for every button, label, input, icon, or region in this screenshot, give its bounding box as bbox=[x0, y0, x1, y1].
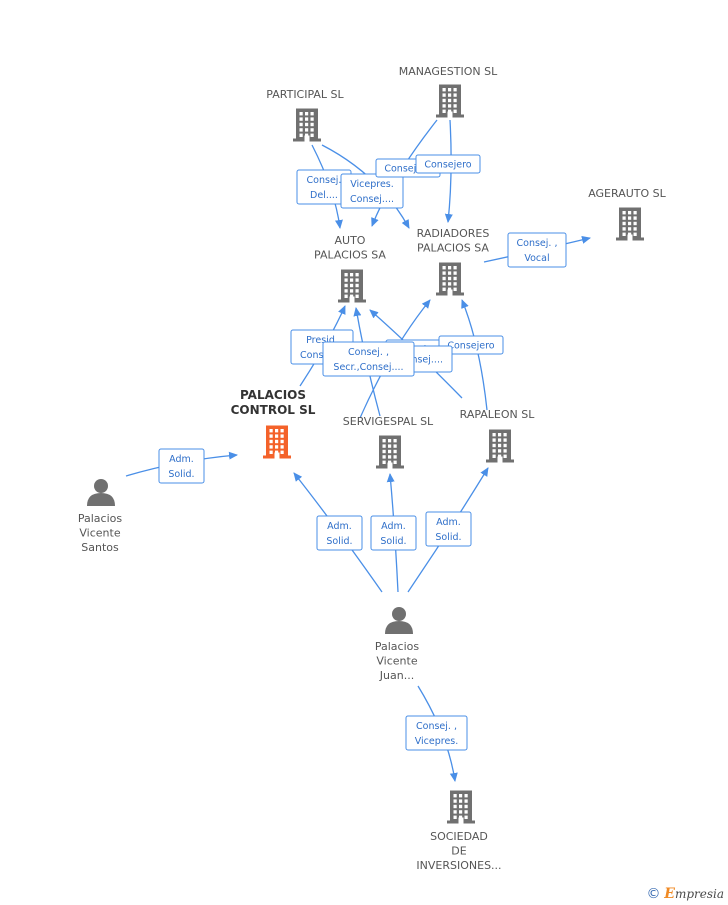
brand-name: mpresia bbox=[674, 887, 724, 901]
edge-label-text: Consej. , bbox=[416, 721, 457, 732]
node-label: Vicente bbox=[376, 655, 417, 668]
e-juan-pcontrol-label[interactable]: Adm. Solid. bbox=[316, 515, 363, 551]
e-juan-servigespal-label[interactable]: Adm. Solid. bbox=[370, 515, 417, 551]
edge-label-text: Presid. bbox=[306, 335, 338, 346]
e-rapaleon-radiadores-label[interactable]: Consejero bbox=[438, 335, 504, 355]
edge-label-text: Adm. bbox=[436, 517, 461, 528]
node-label: Palacios bbox=[375, 640, 420, 653]
edge-label-text: Consej. , bbox=[517, 238, 558, 249]
node-participal[interactable]: PARTICIPAL SL bbox=[266, 88, 345, 142]
node-label: PALACIOS SA bbox=[417, 242, 489, 255]
person-icon bbox=[87, 479, 115, 506]
building-icon bbox=[436, 84, 464, 118]
edge-label-text: Consejero bbox=[424, 160, 471, 171]
node-label: Juan... bbox=[379, 669, 414, 682]
node-label: PARTICIPAL SL bbox=[266, 88, 344, 101]
edge-label-text: Solid. bbox=[168, 469, 194, 480]
node-label: DE bbox=[451, 845, 466, 858]
e-servigespal-auto-label[interactable]: Consej. , Secr.,Consej.... bbox=[322, 341, 415, 377]
node-label: Vicente bbox=[79, 527, 120, 540]
copyright-symbol: © bbox=[646, 886, 661, 902]
node-label: AUTO bbox=[335, 234, 366, 247]
edge-label-text: Consej.... bbox=[399, 355, 443, 366]
node-label: MANAGESTION SL bbox=[399, 65, 498, 78]
edge-label-text: Consejero bbox=[447, 341, 494, 352]
node-servigespal[interactable]: SERVIGESPAL SL bbox=[343, 415, 434, 469]
edge-label-text: Vicepres. bbox=[415, 736, 459, 747]
e-juan-sociedad-label[interactable]: Consej. , Vicepres. bbox=[405, 715, 468, 751]
node-label: PALACIOS bbox=[240, 388, 306, 402]
building-icon bbox=[486, 429, 514, 463]
node-managestion[interactable]: MANAGESTION SL bbox=[399, 65, 498, 118]
edge-label-text: Consej. bbox=[307, 175, 342, 186]
edge-label-text: Consej.... bbox=[350, 194, 394, 205]
building-icon bbox=[293, 108, 321, 142]
building-icon bbox=[436, 262, 464, 296]
e-santos-pcontrol-label[interactable]: Adm. Solid. bbox=[158, 448, 205, 484]
building-icon bbox=[376, 435, 404, 469]
edge-label-text: Vicepres. bbox=[350, 179, 394, 190]
node-label: SERVIGESPAL SL bbox=[343, 415, 434, 428]
edge-labels-layer: Consej. Del.... Vicepres. Consej.... Conseje… bbox=[158, 154, 567, 751]
e-participal-radiadores-label[interactable]: Vicepres. Consej.... bbox=[340, 173, 404, 209]
edge-label-text: Adm. bbox=[381, 521, 406, 532]
node-pv-juan[interactable]: PalaciosVicenteJuan... bbox=[375, 607, 420, 682]
edge-label-text: Solid. bbox=[380, 536, 406, 547]
edge-label-text: Vocal bbox=[524, 253, 549, 264]
node-sociedad[interactable]: SOCIEDAD DEINVERSIONES... bbox=[416, 790, 502, 873]
building-icon bbox=[338, 269, 366, 303]
edge-label-text: Consej. , bbox=[348, 347, 389, 358]
node-label: INVERSIONES... bbox=[416, 859, 501, 872]
person-icon bbox=[385, 607, 413, 634]
e-participal-auto-label[interactable]: Consej. Del.... bbox=[296, 169, 352, 205]
e-radiadores-agerauto-label[interactable]: Consej. , Vocal bbox=[507, 232, 567, 268]
node-label: RAPALEON SL bbox=[460, 408, 536, 421]
building-icon bbox=[616, 207, 644, 241]
node-rapaleon[interactable]: RAPALEON SL bbox=[460, 408, 536, 463]
node-label: PALACIOS SA bbox=[314, 249, 386, 262]
e-juan-rapaleon-label[interactable]: Adm. Solid. bbox=[425, 511, 472, 547]
brand-initial: E bbox=[664, 886, 675, 902]
e-managestion-radiadores-label[interactable]: Consejero bbox=[415, 154, 481, 174]
building-icon bbox=[447, 790, 475, 824]
edge-label-text: Adm. bbox=[169, 454, 194, 465]
node-radiadores[interactable]: RADIADORES PALACIOS SA bbox=[417, 227, 490, 296]
node-label: Santos bbox=[81, 541, 119, 554]
e-rapaleon-radiadores-line bbox=[461, 299, 488, 411]
edge-label-text: Del.... bbox=[310, 190, 338, 201]
edge-label-text: Solid. bbox=[326, 536, 352, 547]
node-label: SOCIEDAD bbox=[430, 830, 488, 843]
node-label: CONTROL SL bbox=[231, 403, 316, 417]
node-label: RADIADORES bbox=[417, 227, 490, 240]
node-auto[interactable]: AUTO PALACIOS SA bbox=[314, 234, 386, 303]
node-label: Palacios bbox=[78, 512, 123, 525]
empresia-brand[interactable]: © Empresia bbox=[646, 886, 724, 902]
edge-label-text: Secr.,Consej.... bbox=[333, 362, 403, 373]
node-label: AGERAUTO SL bbox=[588, 187, 666, 200]
edge-label-text: Adm. bbox=[327, 521, 352, 532]
building-icon bbox=[263, 425, 291, 459]
edge-label-text: Solid. bbox=[435, 532, 461, 543]
edge-label-text: Consej.... bbox=[300, 350, 344, 361]
edge-label-text: Consejero bbox=[384, 164, 431, 175]
node-agerauto[interactable]: AGERAUTO SL bbox=[588, 187, 667, 241]
nodes-layer: MANAGESTION SL PARTICIPAL SL AGERAUTO SL AU… bbox=[78, 65, 667, 872]
